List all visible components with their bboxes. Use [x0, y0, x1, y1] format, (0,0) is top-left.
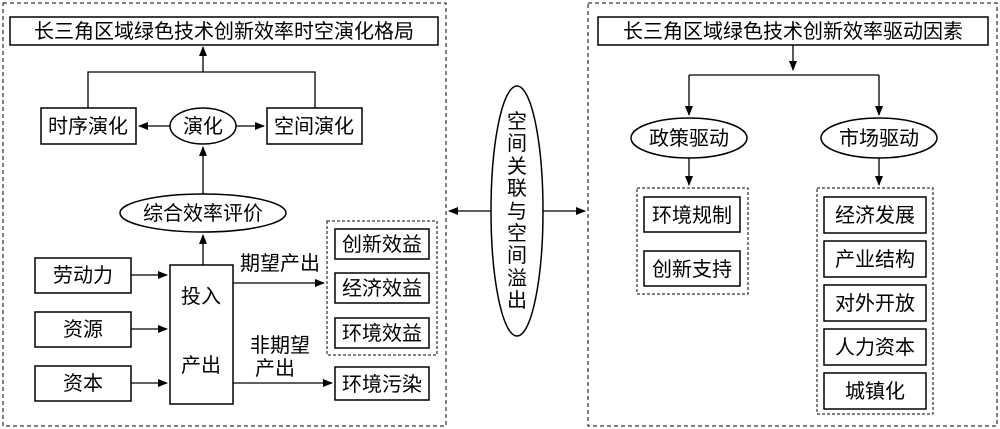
input-label: 投入 — [181, 284, 221, 308]
economic-development-label: 经济发展 — [835, 203, 915, 227]
left-title: 长三角区域绿色技术创新效率时空演化格局 — [34, 19, 414, 43]
capital-label: 资本 — [63, 371, 103, 395]
connector-to-left-title — [87, 47, 316, 108]
right-title: 长三角区域绿色技术创新效率驱动因素 — [623, 19, 963, 43]
environmental-benefit-box — [334, 317, 430, 349]
economic-development-box — [823, 196, 927, 234]
temporal-evolution-label: 时序演化 — [48, 114, 128, 138]
pollution-label: 环境污染 — [342, 372, 422, 396]
environmental-regulation-label: 环境规制 — [652, 203, 732, 227]
evolution-label: 演化 — [183, 114, 223, 138]
innovation-support-box — [643, 250, 741, 287]
environmental-benefit-label: 环境效益 — [342, 321, 422, 345]
human-capital-label: 人力资本 — [835, 335, 915, 359]
capital-box — [34, 365, 132, 402]
left-title-box — [9, 16, 439, 46]
innovation-support-label: 创新支持 — [652, 257, 732, 281]
policy-factor-group — [636, 187, 749, 295]
industrial-structure-box — [823, 240, 927, 278]
market-factor-group — [816, 187, 934, 415]
industrial-structure-label: 产业结构 — [835, 247, 915, 271]
desired-output-label: 期望产出 — [240, 251, 320, 275]
evaluation-label: 综合效率评价 — [143, 201, 263, 225]
policy-label: 政策驱动 — [649, 126, 729, 150]
undesired-output-label-1: 非期望 — [250, 333, 310, 357]
left-panel-border — [2, 2, 447, 427]
openness-box — [823, 284, 927, 322]
urbanization-box — [823, 372, 927, 410]
right-panel-border — [587, 2, 998, 427]
spatial-evolution-label: 空间演化 — [274, 114, 354, 138]
desired-output-group — [326, 220, 438, 356]
pollution-box — [334, 366, 430, 401]
resource-label: 资源 — [63, 317, 103, 341]
innovation-benefit-box — [334, 228, 430, 260]
spatial-spillover-label: 空间关联与空间溢出 — [507, 109, 527, 313]
innovation-benefit-label: 创新效益 — [342, 232, 422, 256]
output-label: 产出 — [181, 353, 221, 377]
economic-benefit-label: 经济效益 — [342, 276, 422, 300]
market-label: 市场驱动 — [839, 126, 919, 150]
urbanization-label: 城镇化 — [845, 379, 905, 403]
labor-label: 劳动力 — [53, 263, 113, 287]
environmental-regulation-box — [643, 196, 741, 233]
undesired-output-label-2: 产出 — [255, 356, 295, 380]
human-capital-box — [823, 328, 927, 366]
economic-benefit-box — [334, 272, 430, 304]
openness-label: 对外开放 — [835, 291, 915, 315]
input-output-box — [169, 264, 234, 405]
